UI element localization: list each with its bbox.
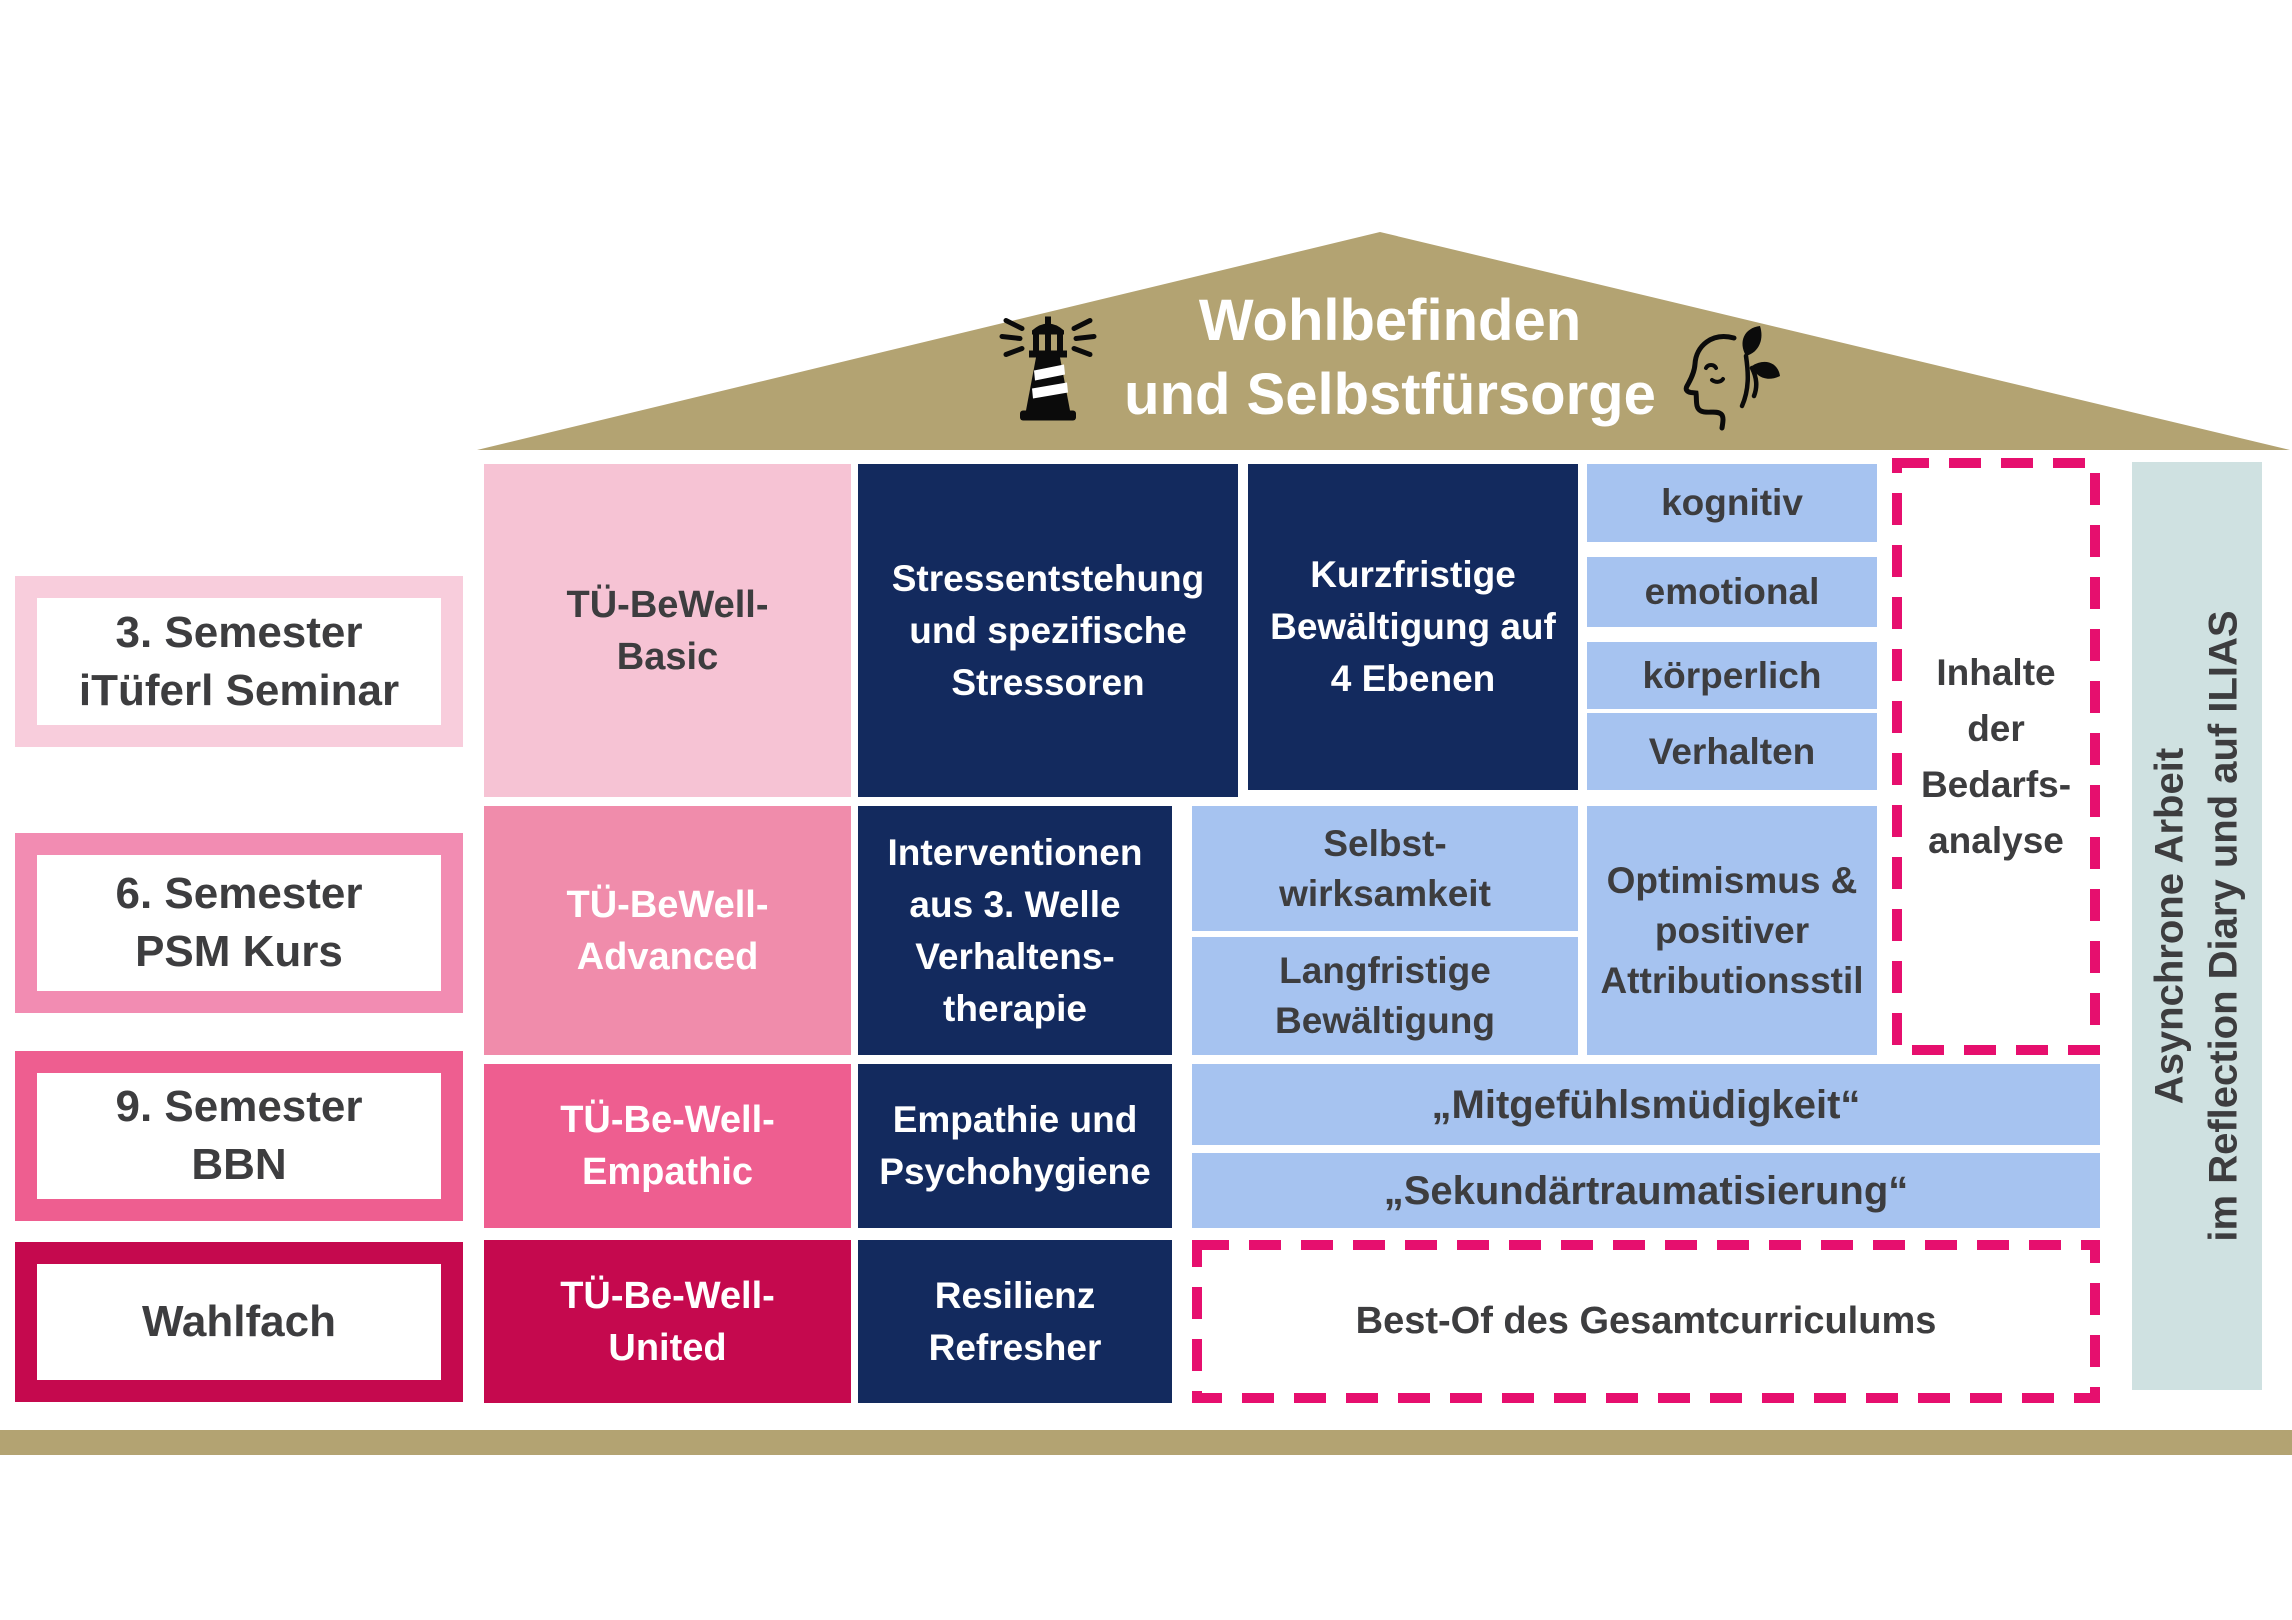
topic-line: aus 3. Welle	[909, 883, 1121, 925]
bedarfsanalyse-dashed-box: Inhalte der Bedarfs- analyse	[1892, 458, 2100, 1055]
sidebar-line: im Reflection Diary und auf ILIAS	[2202, 610, 2247, 1242]
content-band-sekundaertraumatisierung: „Sekundärtraumatisierung“	[1192, 1153, 2100, 1228]
program-label-line: Empathic	[581, 1151, 754, 1193]
topic-line: Empathie und	[892, 1099, 1138, 1140]
semester-label-3-semester: 3. Semester iTüferl Seminar	[15, 576, 463, 747]
head-with-leaves-icon	[1683, 326, 1780, 431]
topic-line: Stressoren	[951, 661, 1145, 703]
semester-label-line: iTüferl Seminar	[78, 665, 400, 715]
page-title: Wohlbefinden und Selbstfürsorge	[1090, 278, 1690, 438]
level-box-emotional: emotional	[1587, 557, 1877, 627]
level-label: kognitiv	[1661, 482, 1803, 523]
semester-label-line: 6. Semester	[115, 869, 363, 918]
bedarfs-line: Bedarfs-	[1920, 763, 2072, 805]
program-cell-basic: TÜ-BeWell- Basic	[484, 464, 851, 797]
level-box-verhalten: Verhalten	[1587, 713, 1877, 790]
semester-label-line: 9. Semester	[115, 1082, 363, 1131]
lighthouse-icon	[999, 316, 1097, 421]
topic-line: und spezifische	[909, 609, 1187, 651]
content-box-selbstwirksamkeit: Selbst- wirksamkeit	[1192, 806, 1578, 931]
level-label: emotional	[1644, 571, 1820, 612]
topic-box-resilienz-refresher: Resilienz Refresher	[858, 1240, 1172, 1403]
dashed-border	[1192, 1240, 2100, 1403]
content-line: Attributionsstil	[1600, 959, 1864, 1001]
content-line: Selbst-	[1323, 822, 1447, 864]
topic-box-empathie: Empathie und Psychohygiene	[858, 1064, 1172, 1228]
semester-label-line: Wahlfach	[142, 1297, 336, 1346]
semester-label-line: 3. Semester	[115, 607, 363, 657]
content-box-optimismus: Optimismus & positiver Attributionsstil	[1587, 806, 1877, 1055]
topic-box-kurzfristige-bewaeltigung: Kurzfristige Bewältigung auf 4 Ebenen	[1248, 464, 1578, 790]
content-line: Optimismus &	[1606, 859, 1858, 901]
bedarfs-line: analyse	[1928, 819, 2064, 861]
asynchronous-work-sidebar: Asynchrone Arbeit im Reflection Diary un…	[2132, 462, 2262, 1390]
content-line: Bewältigung	[1275, 1000, 1495, 1041]
best-of-dashed-box: Best-Of des Gesamtcurriculums	[1192, 1240, 2100, 1403]
topic-line: Resilienz	[934, 1274, 1096, 1316]
house-floor-bar	[0, 1430, 2292, 1455]
program-cell-advanced: TÜ-BeWell- Advanced	[484, 806, 851, 1055]
level-label: körperlich	[1642, 654, 1822, 696]
bedarfs-line: der	[1967, 707, 2025, 749]
topic-line: Interventionen	[887, 831, 1143, 873]
best-of-label: Best-Of des Gesamtcurriculums	[1355, 1300, 1937, 1342]
content-line: positiver	[1654, 909, 1810, 951]
page-title-line1: Wohlbefinden	[1198, 288, 1582, 353]
dashed-border	[1892, 458, 2100, 1055]
sidebar-line: Asynchrone Arbeit	[2148, 747, 2193, 1105]
program-label-line: TÜ-BeWell-	[566, 883, 769, 926]
level-box-kognitiv: kognitiv	[1587, 464, 1877, 542]
page-title-line2: und Selbstfürsorge	[1124, 362, 1656, 427]
level-label: Verhalten	[1648, 730, 1816, 772]
program-label-line: Advanced	[576, 935, 759, 978]
program-label-line: TÜ-Be-Well-	[560, 1099, 775, 1141]
level-box-koerperlich: körperlich	[1587, 642, 1877, 709]
semester-label-line: PSM Kurs	[135, 927, 343, 976]
topic-line: Verhaltens-	[915, 935, 1115, 977]
content-line: wirksamkeit	[1279, 872, 1491, 914]
program-cell-empathic: TÜ-Be-Well- Empathic	[484, 1064, 851, 1228]
program-label-line: TÜ-Be-Well-	[560, 1274, 775, 1317]
topic-line: Stressentstehung	[891, 557, 1205, 599]
content-line: Langfristige	[1279, 950, 1491, 991]
topic-box-interventionen: Interventionen aus 3. Welle Verhaltens- …	[858, 806, 1172, 1055]
topic-line: therapie	[943, 987, 1087, 1029]
topic-box-stressentstehung: Stressentstehung und spezifische Stresso…	[858, 464, 1238, 797]
semester-label-9-semester: 9. Semester BBN	[15, 1051, 463, 1221]
program-label-line: Basic	[616, 635, 719, 678]
topic-line: Kurzfristige	[1310, 554, 1516, 595]
semester-label-6-semester: 6. Semester PSM Kurs	[15, 833, 463, 1013]
program-label-line: TÜ-BeWell-	[566, 583, 769, 626]
semester-label-line: BBN	[191, 1140, 287, 1189]
topic-line: Bewältigung auf	[1270, 606, 1556, 647]
topic-line: Psychohygiene	[879, 1151, 1151, 1192]
sidebar-rotated-text: Asynchrone Arbeit im Reflection Diary un…	[2143, 610, 2251, 1241]
content-box-langfristige-bewaeltigung: Langfristige Bewältigung	[1192, 937, 1578, 1055]
content-band-mitgefuehlsmuedigkeit: „Mitgefühlsmüdigkeit“	[1192, 1064, 2100, 1145]
bedarfs-line: Inhalte	[1936, 651, 2056, 693]
content-line: „Sekundärtraumatisierung“	[1383, 1168, 1909, 1213]
topic-line: Refresher	[928, 1326, 1102, 1368]
topic-line: 4 Ebenen	[1330, 658, 1496, 699]
content-line: „Mitgefühlsmüdigkeit“	[1431, 1082, 1861, 1127]
program-label-line: United	[608, 1326, 727, 1369]
program-cell-united: TÜ-Be-Well- United	[484, 1240, 851, 1403]
semester-label-wahlfach: Wahlfach	[15, 1242, 463, 1402]
